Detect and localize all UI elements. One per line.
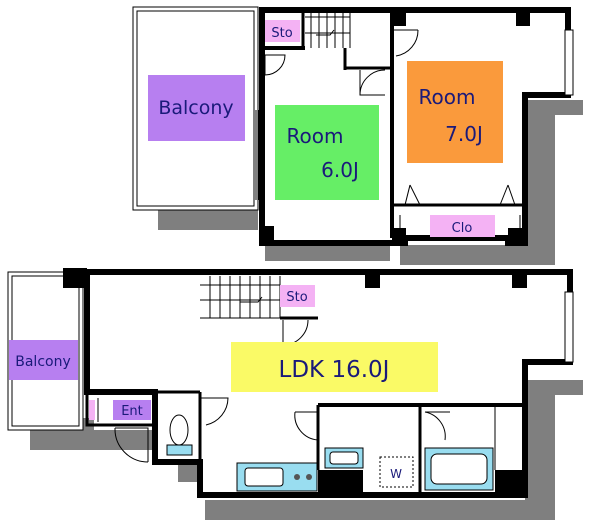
door-swings — [264, 29, 419, 96]
room-right-name: Room — [419, 85, 476, 109]
lower-shadow — [555, 380, 583, 395]
upper-balcony-label-bg — [148, 75, 245, 141]
washer-space — [379, 456, 414, 488]
bathtub-basin — [430, 453, 488, 485]
ldk-label-bg — [231, 342, 438, 392]
column — [63, 268, 87, 288]
lower-shadow — [30, 430, 160, 450]
entrance-wall — [85, 392, 155, 427]
upper-shadow — [525, 100, 555, 265]
stove-burner — [294, 474, 300, 480]
door-swings — [97, 319, 450, 463]
lower-balcony-label-bg — [9, 340, 78, 380]
upper-shadow — [555, 100, 583, 115]
column — [262, 226, 274, 243]
entrance-marker — [89, 400, 95, 420]
upper-storage-label: Sto — [271, 26, 292, 41]
upper-shadow — [400, 245, 555, 265]
room-left-name: Room — [287, 124, 344, 148]
room-right-label-bg — [407, 61, 503, 163]
washer-label: W — [390, 467, 402, 481]
column — [495, 470, 525, 495]
upper-balcony-inner — [136, 10, 255, 207]
toilet-tank — [166, 444, 193, 456]
lower-stair — [200, 276, 281, 319]
washbasin-bowl — [329, 451, 359, 465]
upper-right-window — [564, 29, 574, 96]
lower-shadow — [525, 380, 555, 520]
lower-shadow — [178, 460, 200, 482]
lower-balcony-label: Balcony — [15, 354, 71, 370]
column — [392, 228, 406, 243]
column — [508, 228, 525, 243]
column — [365, 272, 380, 288]
lower-shadow — [205, 500, 555, 520]
toilet-bowl — [169, 414, 189, 446]
closet-label: Clo — [452, 221, 473, 236]
upper-shadow — [265, 245, 390, 261]
kitchen-sink — [244, 467, 284, 487]
lower-floor: W Balcony Sto LDK 16.0J Ent — [7, 268, 583, 520]
stove-burner — [306, 474, 312, 480]
closet-label-bg — [430, 215, 495, 237]
room-left-label-bg — [275, 105, 379, 200]
closet-doors — [399, 184, 521, 232]
column — [392, 10, 406, 26]
upper-shadow — [158, 210, 258, 230]
lower-storage-label: Sto — [286, 290, 307, 305]
upper-floor: Balcony Sto Room 6.0J Room 7.0J Clo — [132, 6, 583, 265]
room-left-size: 6.0J — [321, 158, 359, 182]
column — [318, 470, 363, 495]
entrance-label-bg — [113, 400, 151, 420]
lower-storage-label-bg — [280, 285, 315, 307]
upper-balcony-label: Balcony — [158, 97, 233, 119]
lower-right-window — [564, 291, 574, 363]
upper-stair — [305, 12, 351, 48]
ldk-label: LDK 16.0J — [279, 357, 390, 383]
entrance-label: Ent — [121, 404, 143, 419]
column — [516, 10, 530, 26]
column — [512, 272, 527, 288]
upper-storage-label-bg — [265, 20, 300, 42]
fixtures: W — [166, 405, 496, 492]
room-right-size: 7.0J — [445, 122, 483, 146]
